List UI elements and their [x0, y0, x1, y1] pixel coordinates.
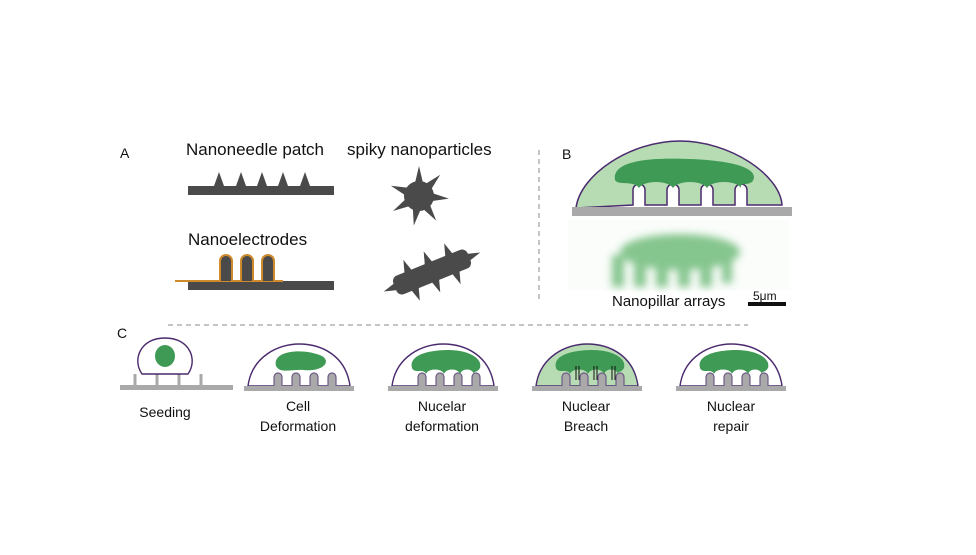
stage-label: Breach: [564, 418, 608, 434]
stage-seeding-illustration: [120, 337, 233, 390]
panel-letter-b: B: [562, 146, 571, 162]
stage-cell-deformation-illustration: [243, 343, 355, 392]
stage-nuclear-repair-illustration: [675, 343, 787, 392]
stage-nuclear-deformation-illustration: [387, 343, 499, 392]
nanopillar-caption: Nanopillar arrays: [612, 293, 725, 310]
stage-label: repair: [713, 418, 749, 434]
stage-label: Nuclear: [707, 398, 756, 414]
stage-label: Nucelar: [418, 398, 467, 414]
spiky-nanoparticles-label: spiky nanoparticles: [347, 140, 492, 159]
spiky-nanoparticle-round: [389, 166, 450, 227]
breach-arrows: [575, 366, 616, 380]
nanoelectrodes-label: Nanoelectrodes: [188, 230, 307, 249]
stage-nuclear-breach-illustration: [531, 343, 643, 392]
nanoneedle-label: Nanoneedle patch: [186, 140, 324, 159]
panel-a: A Nanoneedle patch spiky nanoparticles N…: [120, 140, 492, 303]
scale-bar: [748, 302, 786, 306]
nanoneedle-patch-illustration: [188, 172, 334, 195]
stage-label: Seeding: [139, 404, 190, 420]
stage-label: Deformation: [260, 418, 336, 434]
stage-labels: Seeding Cell Deformation Nucelar deforma…: [139, 398, 755, 434]
panel-letter-a: A: [120, 145, 130, 161]
stage-label: deformation: [405, 418, 479, 434]
stage-label: Cell: [286, 398, 310, 414]
nanoelectrodes-illustration: [175, 254, 334, 290]
scale-bar-label: 5μm: [753, 289, 777, 303]
spiky-nanoparticle-rod: [383, 241, 481, 303]
panel-c: C: [117, 325, 787, 434]
fluorescence-image: [568, 220, 790, 290]
panel-letter-c: C: [117, 325, 127, 341]
nanopillar-cell-illustration: [572, 140, 792, 216]
panel-b: B Nanopillar arrays 5μm: [562, 140, 792, 310]
stage-label: Nuclear: [562, 398, 611, 414]
